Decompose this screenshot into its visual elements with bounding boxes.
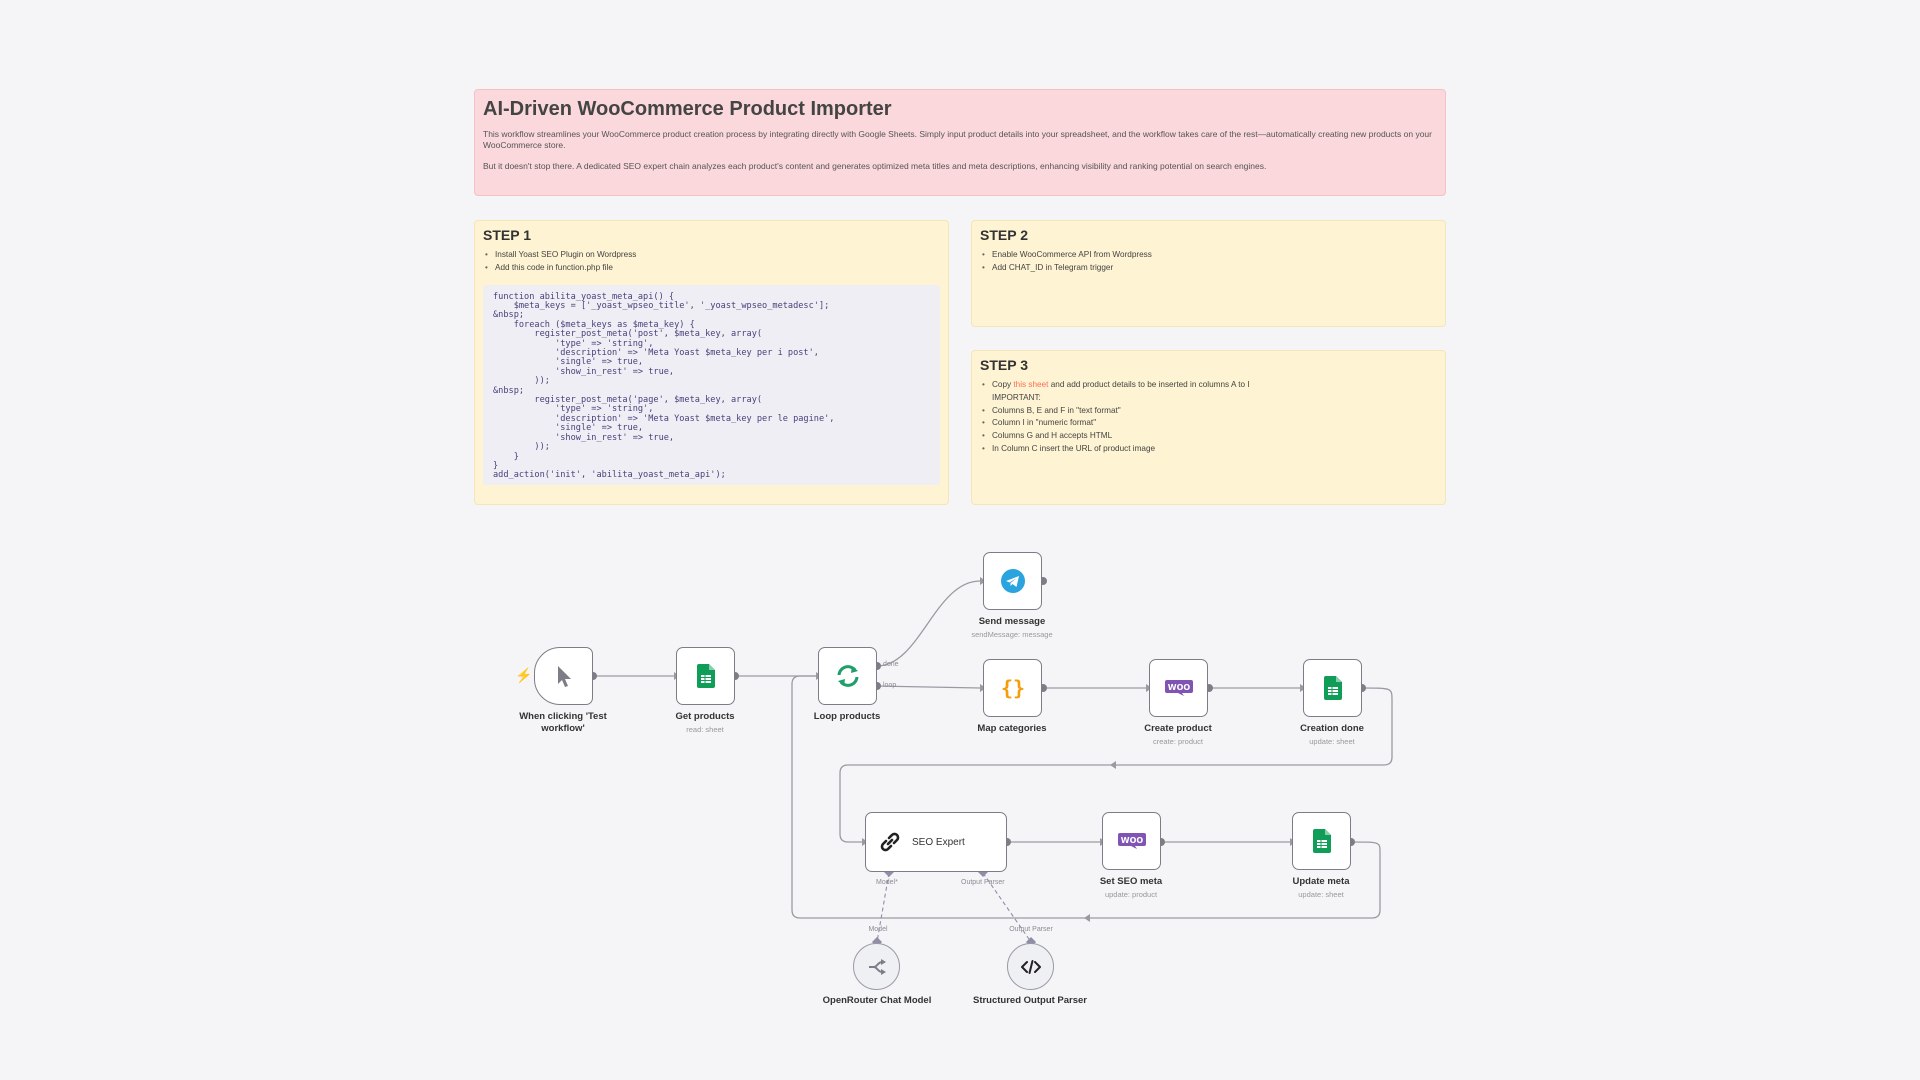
port-label-model-sub: Model <box>868 926 888 933</box>
node-label-set-seo-meta: Set SEO meta <box>1099 876 1163 887</box>
step3-note: STEP 3 Copy this sheet and add product d… <box>971 350 1446 505</box>
arrowhead <box>1110 761 1116 769</box>
trigger-bolt-icon: ⚡ <box>515 667 533 683</box>
google-sheets-icon <box>1323 676 1342 700</box>
step3-item: Columns G and H accepts HTML <box>982 430 1437 443</box>
step2-note: STEP 2 Enable WooCommerce API from Wordp… <box>971 220 1446 327</box>
main-note-paragraph-2: But it doesn't stop there. A dedicated S… <box>483 161 1267 171</box>
node-send-message[interactable] <box>983 552 1042 610</box>
step3-important: IMPORTANT: <box>992 392 1041 402</box>
node-label-map-categories: Map categories <box>977 723 1047 734</box>
telegram-icon <box>1000 569 1025 593</box>
node-seo-expert[interactable]: SEO Expert <box>865 812 1007 872</box>
node-sublabel-send-message: sendMessage: message <box>971 630 1053 639</box>
node-openrouter-chat-model[interactable] <box>853 943 900 990</box>
node-loop-products[interactable] <box>818 647 877 705</box>
step1-item: Install Yoast SEO Plugin on Wordpress <box>485 249 940 262</box>
node-label-seo-expert: SEO Expert <box>912 836 965 848</box>
step3-item: Columns B, E and F in "text format" <box>982 405 1437 418</box>
cursor-icon <box>557 666 571 687</box>
port-label-done: done <box>883 661 899 668</box>
port-label-output-parser-sub: Output Parser <box>1009 926 1053 933</box>
step3-copy-item: Copy this sheet and add product details … <box>982 379 1437 392</box>
google-sheets-icon <box>696 664 715 688</box>
node-sublabel-get-products: read: sheet <box>686 725 724 734</box>
connection-creation-done-seo-expert <box>839 687 1393 843</box>
step3-copy-prefix: Copy <box>992 380 1014 389</box>
connection-parser-structured-output <box>982 872 1032 943</box>
main-note-paragraph-1: This workflow streamlines your WooCommer… <box>483 129 1432 150</box>
loop-icon <box>837 665 858 687</box>
node-get-products[interactable] <box>676 647 735 705</box>
node-label-get-products: Get products <box>675 711 735 722</box>
chain-link-icon <box>880 832 900 852</box>
node-creation-done[interactable] <box>1303 659 1362 717</box>
step1-title: STEP 1 <box>483 227 531 243</box>
step1-item: Add this code in function.php file <box>485 262 940 275</box>
google-sheets-icon <box>1312 829 1331 853</box>
svg-text:WOO: WOO <box>1120 836 1143 845</box>
node-label-create-product: Create product <box>1144 723 1212 734</box>
node-create-product[interactable]: WOO <box>1149 659 1208 717</box>
step2-item: Enable WooCommerce API from Wordpress <box>982 249 1437 262</box>
step3-copy-suffix: and add product details to be inserted i… <box>1048 380 1250 389</box>
node-sublabel-update-meta: update: sheet <box>1298 890 1344 899</box>
port-label-model: Model* <box>876 879 898 886</box>
step3-item: Column I in "numeric format" <box>982 417 1437 430</box>
node-label-openrouter: OpenRouter Chat Model <box>822 995 932 1006</box>
svg-text:{}: {} <box>1000 676 1024 700</box>
step3-title: STEP 3 <box>980 357 1028 373</box>
connection-loop-map-categories <box>876 685 981 689</box>
step3-item: In Column C insert the URL of product im… <box>982 443 1437 456</box>
node-label-trigger: When clicking 'Test workflow' <box>519 711 607 734</box>
port-label-output-parser: Output Parser <box>961 879 1005 886</box>
step1-note: STEP 1 Install Yoast SEO Plugin on Wordp… <box>474 220 949 505</box>
node-set-seo-meta[interactable]: WOO <box>1102 812 1161 870</box>
code-braces-icon: {} <box>1000 676 1024 700</box>
connection-update-meta-loop <box>791 675 1381 919</box>
woocommerce-icon: WOO <box>1164 680 1193 696</box>
node-manual-trigger[interactable] <box>534 647 593 705</box>
connection-model-openrouter <box>876 872 890 943</box>
node-label-send-message: Send message <box>978 616 1046 627</box>
node-sublabel-set-seo-meta: update: product <box>1104 890 1158 899</box>
node-label-update-meta: Update meta <box>1292 876 1350 887</box>
step1-code-block: function abilita_yoast_meta_api() { $met… <box>483 284 940 485</box>
arrowhead <box>1084 914 1090 922</box>
node-label-loop: Loop products <box>813 711 881 722</box>
main-note: AI-Driven WooCommerce Product Importer T… <box>474 89 1446 196</box>
port-label-loop: loop <box>883 682 897 689</box>
connection-loop-done-send-message <box>876 580 981 667</box>
node-structured-output-parser[interactable] <box>1007 943 1054 990</box>
sheet-link[interactable]: this sheet <box>1013 380 1049 389</box>
step2-item: Add CHAT_ID in Telegram trigger <box>982 262 1437 275</box>
woocommerce-icon: WOO <box>1117 833 1146 849</box>
step2-title: STEP 2 <box>980 227 1028 243</box>
node-label-creation-done: Creation done <box>1300 723 1364 734</box>
main-note-title: AI-Driven WooCommerce Product Importer <box>483 98 892 120</box>
node-update-meta[interactable] <box>1292 812 1351 870</box>
openrouter-icon <box>868 958 886 975</box>
svg-text:WOO: WOO <box>1167 683 1190 692</box>
code-tag-icon <box>1020 959 1041 974</box>
node-sublabel-creation-done: update: sheet <box>1309 737 1355 746</box>
node-label-parser: Structured Output Parser <box>972 995 1088 1006</box>
node-map-categories[interactable]: {} <box>983 659 1042 717</box>
node-sublabel-create-product: create: product <box>1152 737 1204 746</box>
